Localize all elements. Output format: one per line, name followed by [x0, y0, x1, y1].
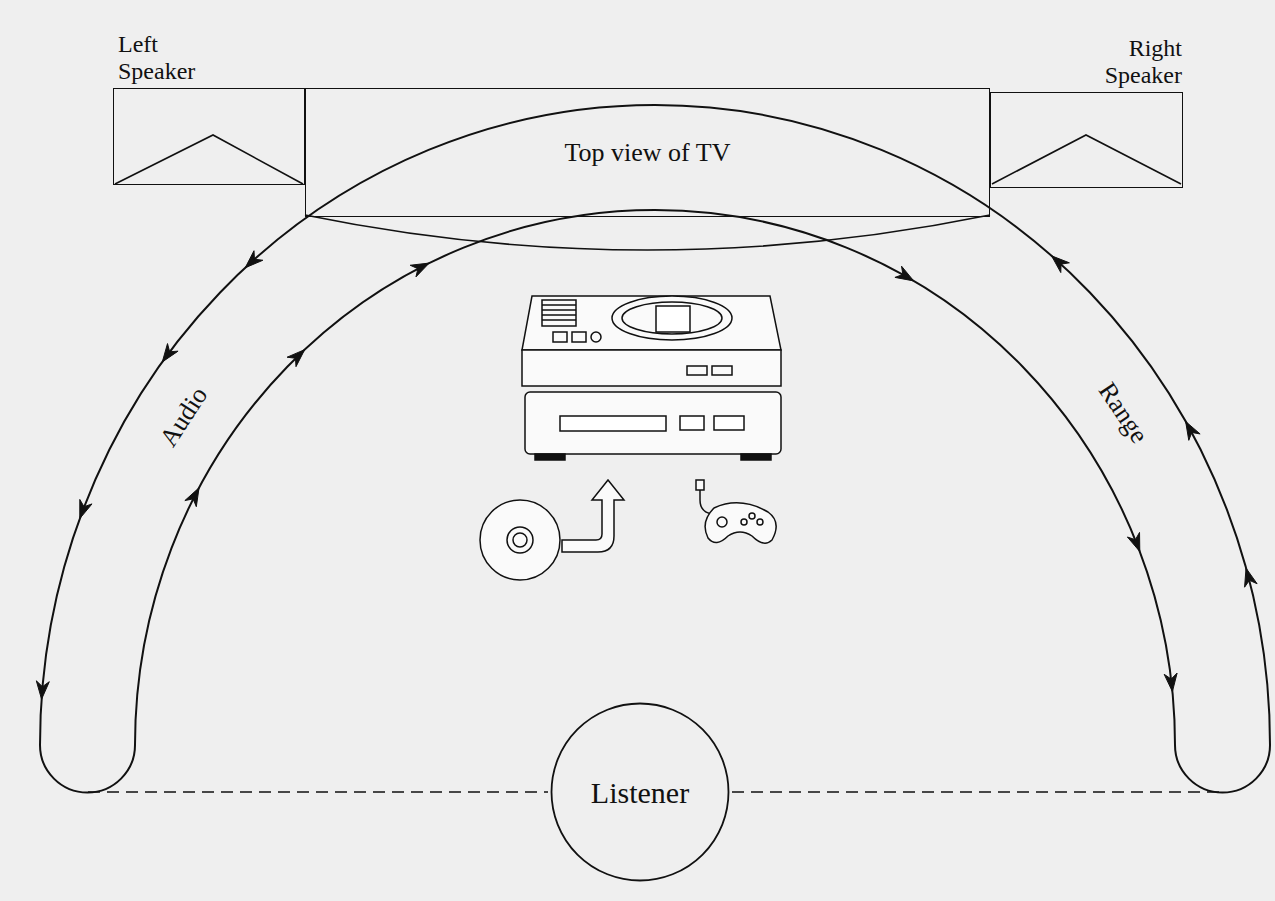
console-foot [535, 454, 565, 460]
arrowhead [1052, 256, 1070, 273]
disc-slot [560, 416, 666, 431]
compact-disc [480, 500, 560, 580]
arc-loop [1175, 745, 1270, 793]
range-label: Audio [154, 382, 215, 453]
console-foot [741, 454, 771, 460]
controller-button [749, 513, 755, 519]
console-base [525, 392, 781, 454]
tv-box: Top view of TV [305, 88, 990, 217]
insert-arrow [562, 480, 624, 552]
console-button [680, 416, 704, 430]
speaker-box: Left Speaker [113, 88, 305, 185]
arrowhead [1186, 421, 1200, 440]
console-window [656, 306, 690, 332]
node-text: Top view of TV [306, 139, 989, 168]
dashed-line [88, 791, 548, 793]
console-button [553, 332, 567, 342]
compact-disc [507, 527, 533, 553]
speaker-cone [115, 135, 303, 184]
arc-loop [40, 745, 135, 793]
console-button [687, 366, 707, 375]
arrowhead [410, 263, 429, 277]
controller-button [757, 519, 763, 525]
console-lid [622, 302, 722, 334]
speaker-label: Left Speaker [118, 31, 195, 85]
arrowhead [162, 344, 178, 362]
console-vent [542, 305, 576, 320]
arrowhead [1245, 568, 1258, 587]
arrowhead [185, 488, 199, 507]
arrowhead [245, 251, 263, 268]
range-label: Range [1092, 377, 1154, 449]
dashed-line [732, 791, 1222, 793]
arrowhead [287, 350, 305, 367]
console-button [714, 416, 744, 430]
console-front [522, 350, 781, 386]
arrowhead [895, 266, 914, 281]
node-text: Listener [550, 776, 730, 809]
controller-button [717, 517, 727, 527]
speaker-cone [992, 135, 1181, 184]
console-button [591, 332, 601, 342]
game-console [522, 296, 781, 460]
console-vent [542, 300, 576, 326]
compact-disc [513, 533, 527, 547]
controller [696, 480, 776, 543]
arrowhead [36, 681, 49, 699]
arrowhead [80, 499, 92, 518]
range-arc-inner [135, 210, 1175, 745]
arrowhead [1127, 532, 1139, 551]
controller-pad [705, 503, 776, 543]
listener-circle: Listener [550, 702, 730, 882]
controller-plug [696, 480, 704, 490]
console-button [572, 332, 586, 342]
arrowhead [1164, 673, 1177, 692]
console-lid [612, 296, 732, 340]
tv-screen-curve [305, 215, 990, 250]
speaker-label: Right Speaker [1105, 35, 1182, 89]
speaker-box: Right Speaker [990, 92, 1183, 188]
controller-button [741, 519, 747, 525]
console-button [712, 366, 732, 375]
range-arc-outer [40, 105, 1270, 745]
console-top [522, 296, 781, 350]
compact-disc [480, 480, 624, 580]
